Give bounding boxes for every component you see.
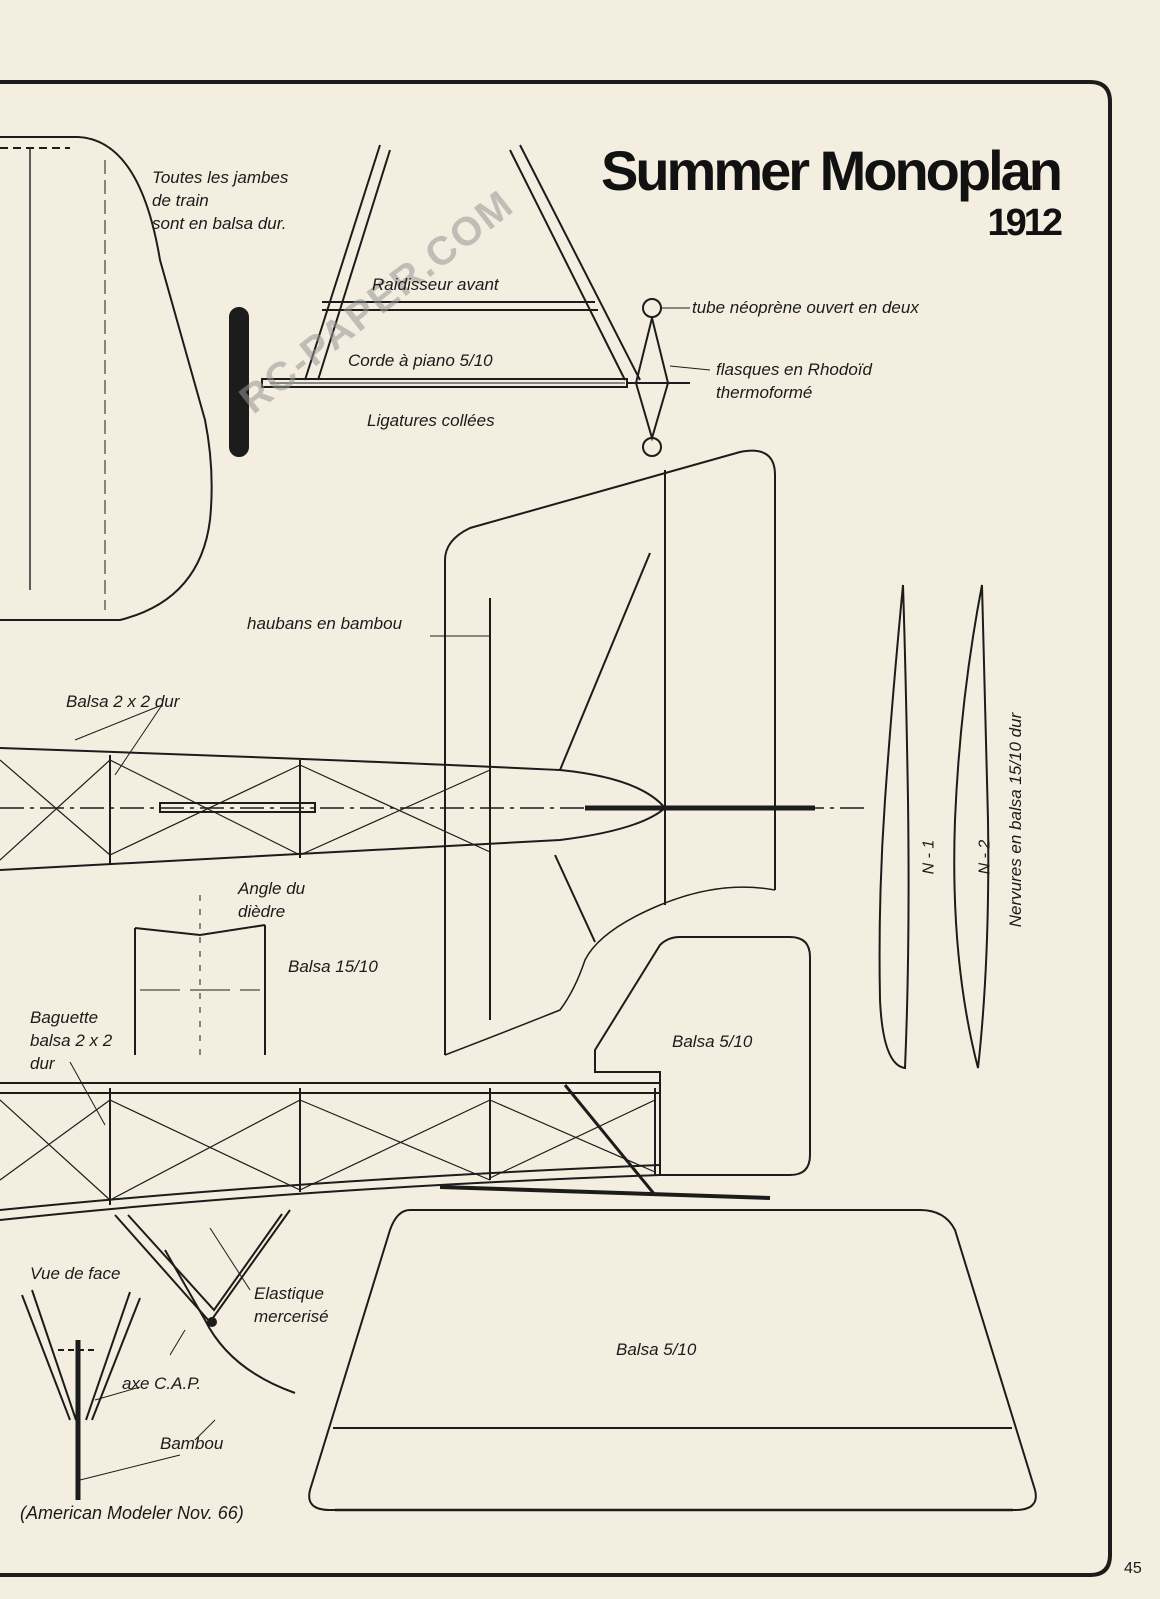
wing-plan (444, 449, 776, 1056)
label-balsa-2x2: Balsa 2 x 2 dur (66, 692, 180, 711)
label-angle: Angle du dièdre (238, 879, 306, 921)
fuselage-side-top (0, 747, 870, 871)
label-corde: Corde à piano 5/10 (348, 351, 493, 370)
label-ligatures: Ligatures collées (367, 411, 495, 430)
plan-title: Summer Monoplan (600, 139, 1063, 202)
label-balsa-15: Balsa 15/10 (288, 957, 378, 976)
label-source: (American Modeler Nov. 66) (20, 1503, 244, 1523)
label-elastique: Elastique mercerisé (254, 1284, 329, 1326)
label-raidisseur: Raidisseur avant (372, 275, 499, 294)
label-flasques: flasques en Rhodoïd thermoformé (716, 360, 872, 402)
dihedral-panel (134, 895, 266, 1055)
landing-gear-side (114, 1209, 296, 1394)
label-balsa-5-fin: Balsa 5/10 (672, 1032, 753, 1051)
label-n1: N - 1 (920, 839, 938, 875)
label-haubans: haubans en bambou (247, 614, 403, 633)
label-train: Toutes les jambes de train sont en balsa… (152, 168, 289, 233)
label-n2: N - 2 (976, 839, 994, 875)
landing-gear-front (229, 144, 690, 457)
leader-lines (69, 307, 711, 1481)
label-bambou: Bambou (160, 1434, 224, 1453)
fin-outline (594, 936, 811, 1176)
label-baguette: Baguette balsa 2 x 2 dur (30, 1008, 113, 1073)
label-tube: tube néoprène ouvert en deux (692, 298, 919, 317)
label-balsa-5-tail: Balsa 5/10 (616, 1340, 697, 1359)
fuselage-side-bottom (0, 1082, 771, 1221)
label-vue-face: Vue de face (30, 1264, 121, 1283)
plan-year: 1912 (987, 202, 1063, 244)
page-frame (0, 80, 1112, 1577)
rib-profiles (878, 584, 990, 1070)
page-number: 45 (1124, 1560, 1142, 1577)
tailplane-outline (308, 1209, 1037, 1512)
label-nervures: Nervures en balsa 15/10 dur (1006, 712, 1025, 928)
fuselage-front-view (0, 136, 213, 621)
label-axe: axe C.A.P. (122, 1374, 202, 1393)
gear-front-view (21, 1289, 141, 1500)
